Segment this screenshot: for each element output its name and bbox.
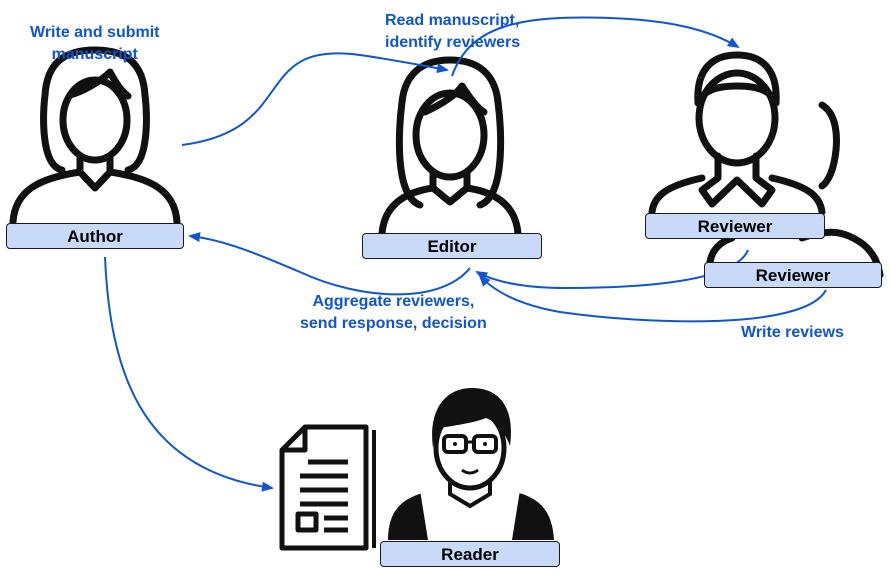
step-review-note: Write reviews [741,322,844,344]
author-figure-icon [9,46,181,226]
reader-label: Reader [380,541,560,567]
step-submit-line-2: manuscript [51,46,138,63]
step-identify-line-1: Read manuscript, [385,12,520,29]
editor-figure-icon [378,56,522,238]
arrow-reviewer2-to-editor [478,274,827,323]
manuscript-document-icon [279,424,376,551]
step-submit-note: Write and submit manuscript [30,22,160,66]
arrow-editor-to-reviewer [451,16,740,77]
step-aggregate-note: Aggregate reviewers, send response, deci… [300,291,487,335]
step-identify-line-2: identify reviewers [385,34,521,51]
reviewer-2-label: Reviewer [704,262,882,288]
editor-label: Editor [362,233,542,259]
step-submit-line-1: Write and submit [30,24,160,41]
reader-figure-icon [388,388,554,540]
reviewer-1-figure-icon [648,51,826,216]
reviewer-1-label: Reviewer [645,213,825,239]
step-identify-note: Read manuscript, identify reviewers [385,10,520,54]
step-aggregate-line-1: Aggregate reviewers, [312,293,475,310]
step-review-line-1: Write reviews [741,324,844,341]
arrow-editor-to-author [188,232,471,296]
step-aggregate-line-2: send response, decision [300,315,487,332]
arrow-author-to-reader [104,256,274,492]
author-label: Author [6,223,184,249]
reviewer-2-figure-icon [706,101,884,279]
arrow-author-to-editor [181,52,449,146]
